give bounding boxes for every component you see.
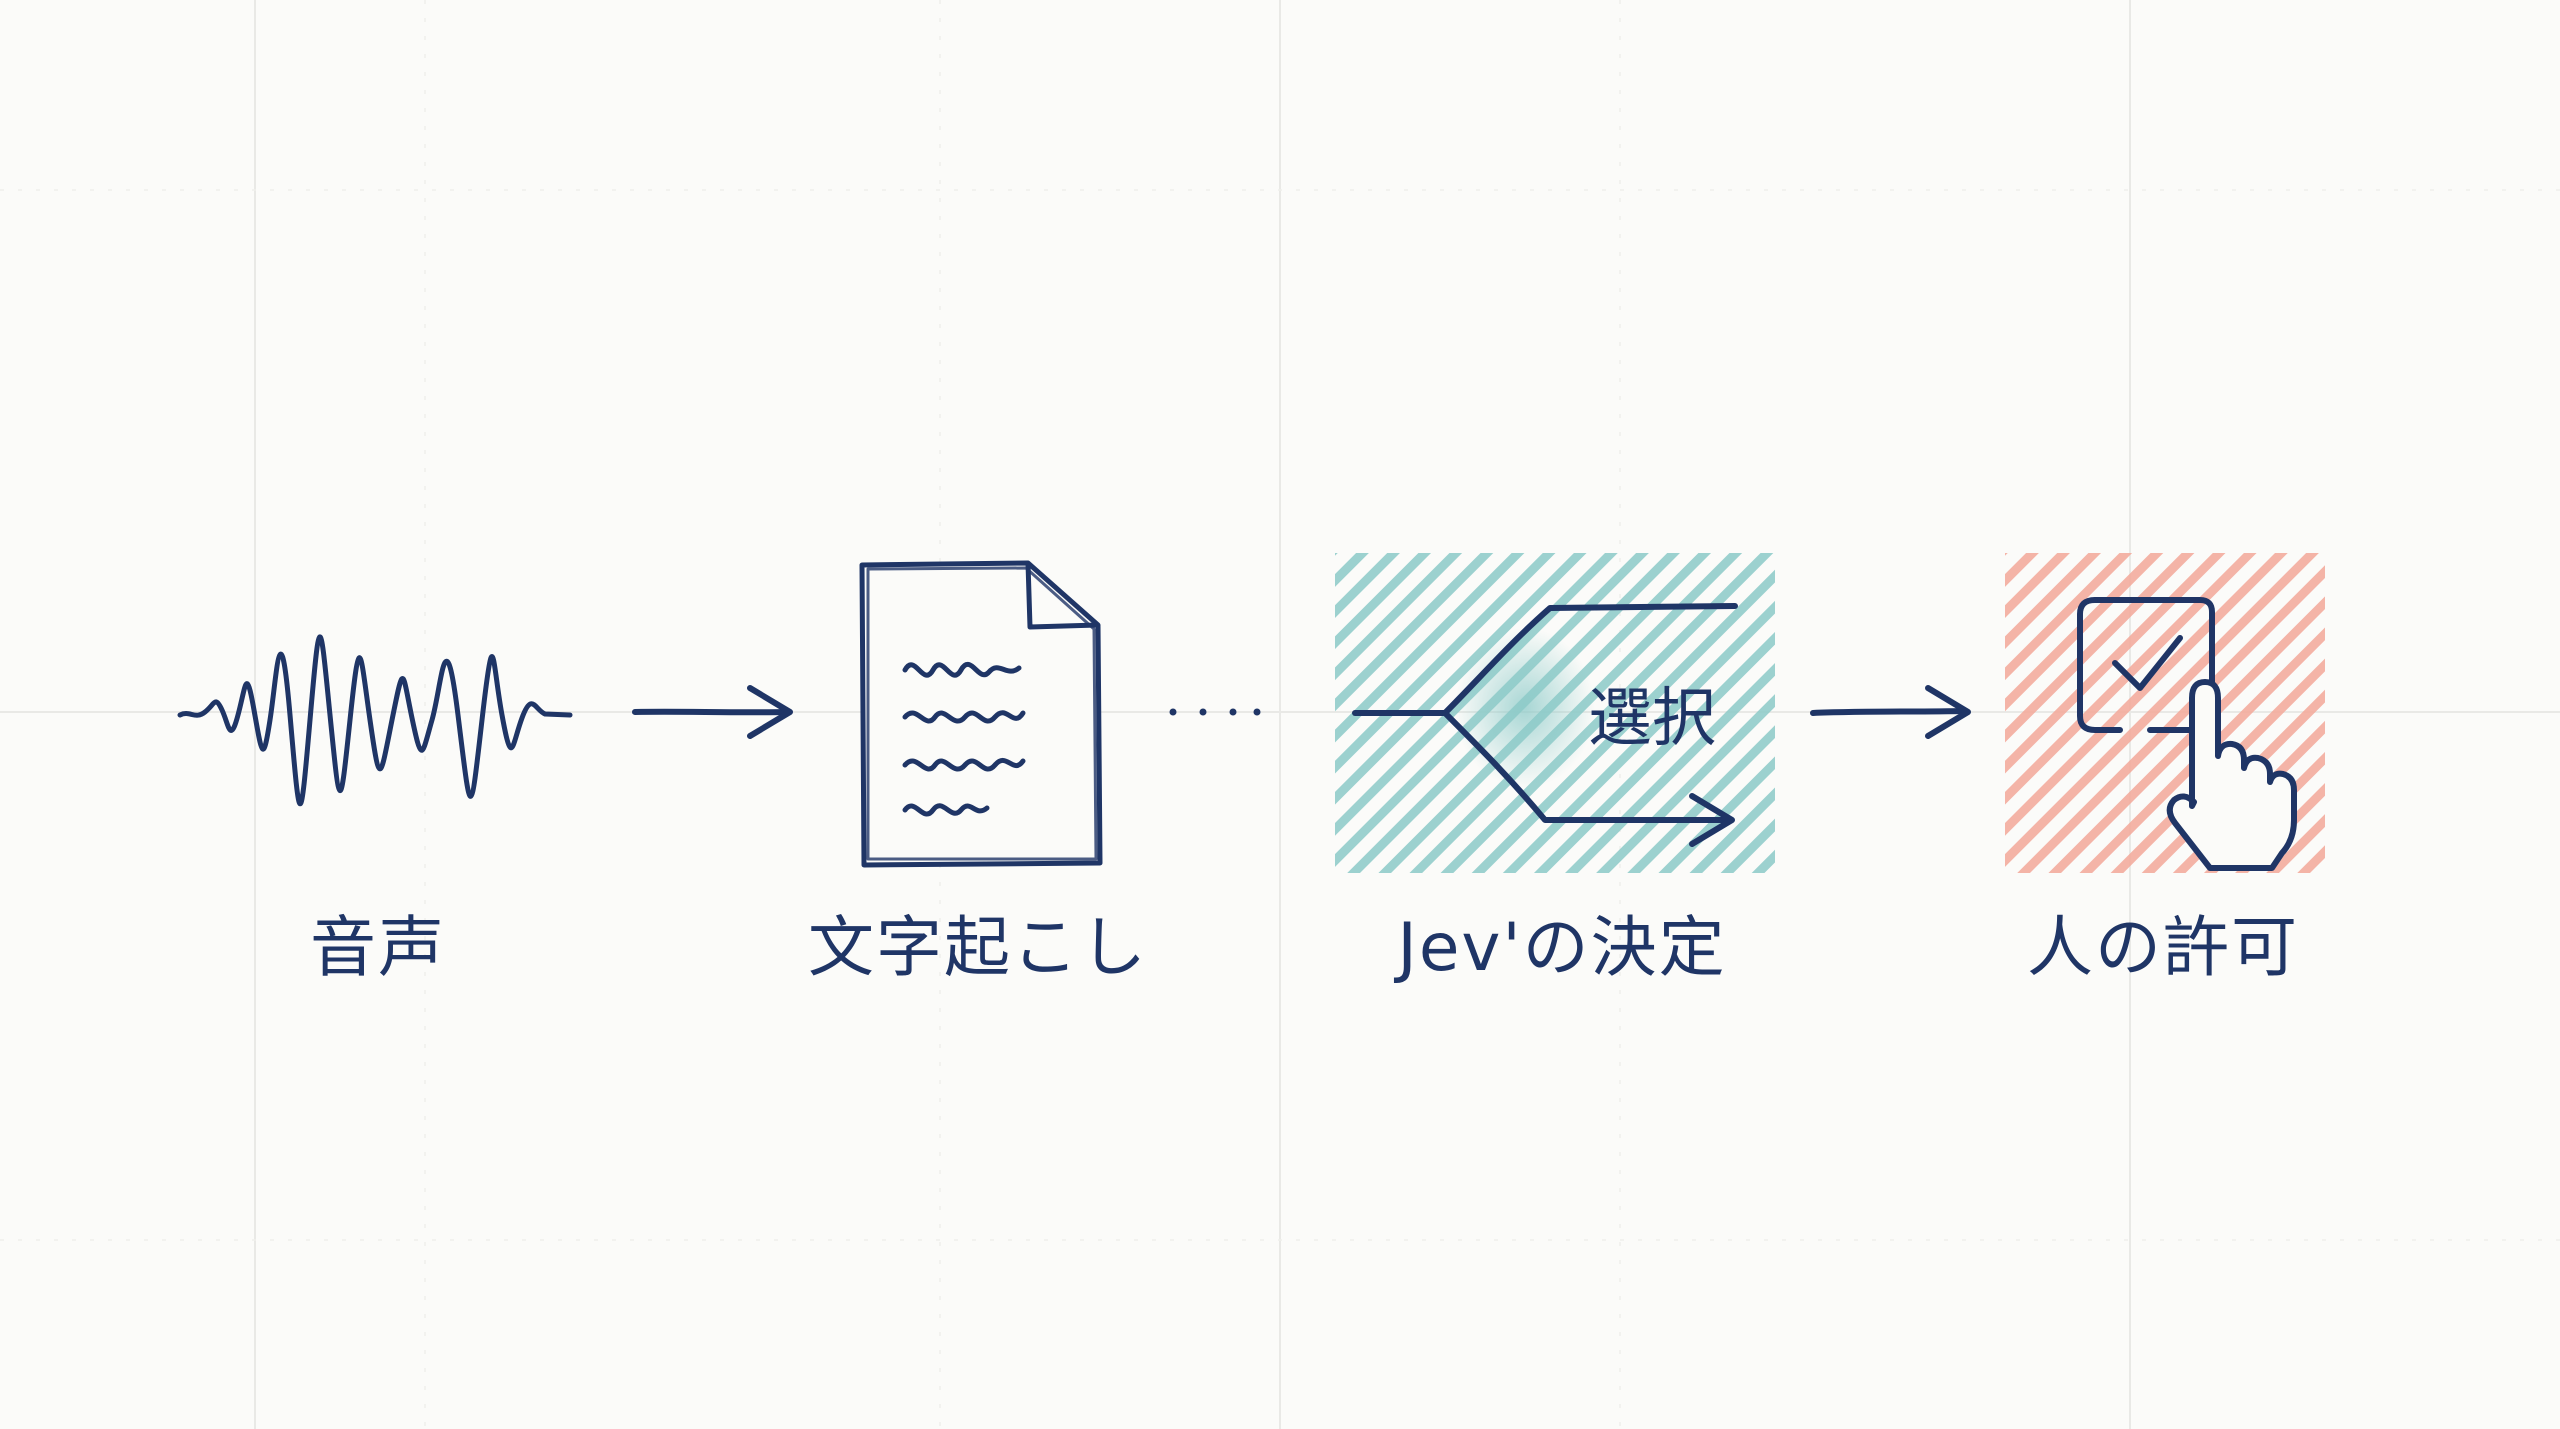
arrow-right-icon — [632, 685, 793, 739]
step-label-audio: 音声 — [310, 909, 446, 986]
dotted-connector-icon — [1169, 708, 1261, 716]
sound-wave-icon — [177, 634, 573, 807]
step-label-approval: 人の許可 — [2027, 909, 2299, 986]
document-icon — [859, 560, 1103, 868]
decision-inner-label: 選択 — [1588, 682, 1716, 756]
branch-fork-icon — [1335, 553, 1775, 873]
checkbox-click-icon — [2005, 553, 2325, 873]
step-label-decision: Jev'の決定 — [1397, 909, 1727, 986]
step-label-transcript: 文字起こし — [808, 909, 1148, 986]
arrow-right-icon — [1810, 685, 1971, 739]
